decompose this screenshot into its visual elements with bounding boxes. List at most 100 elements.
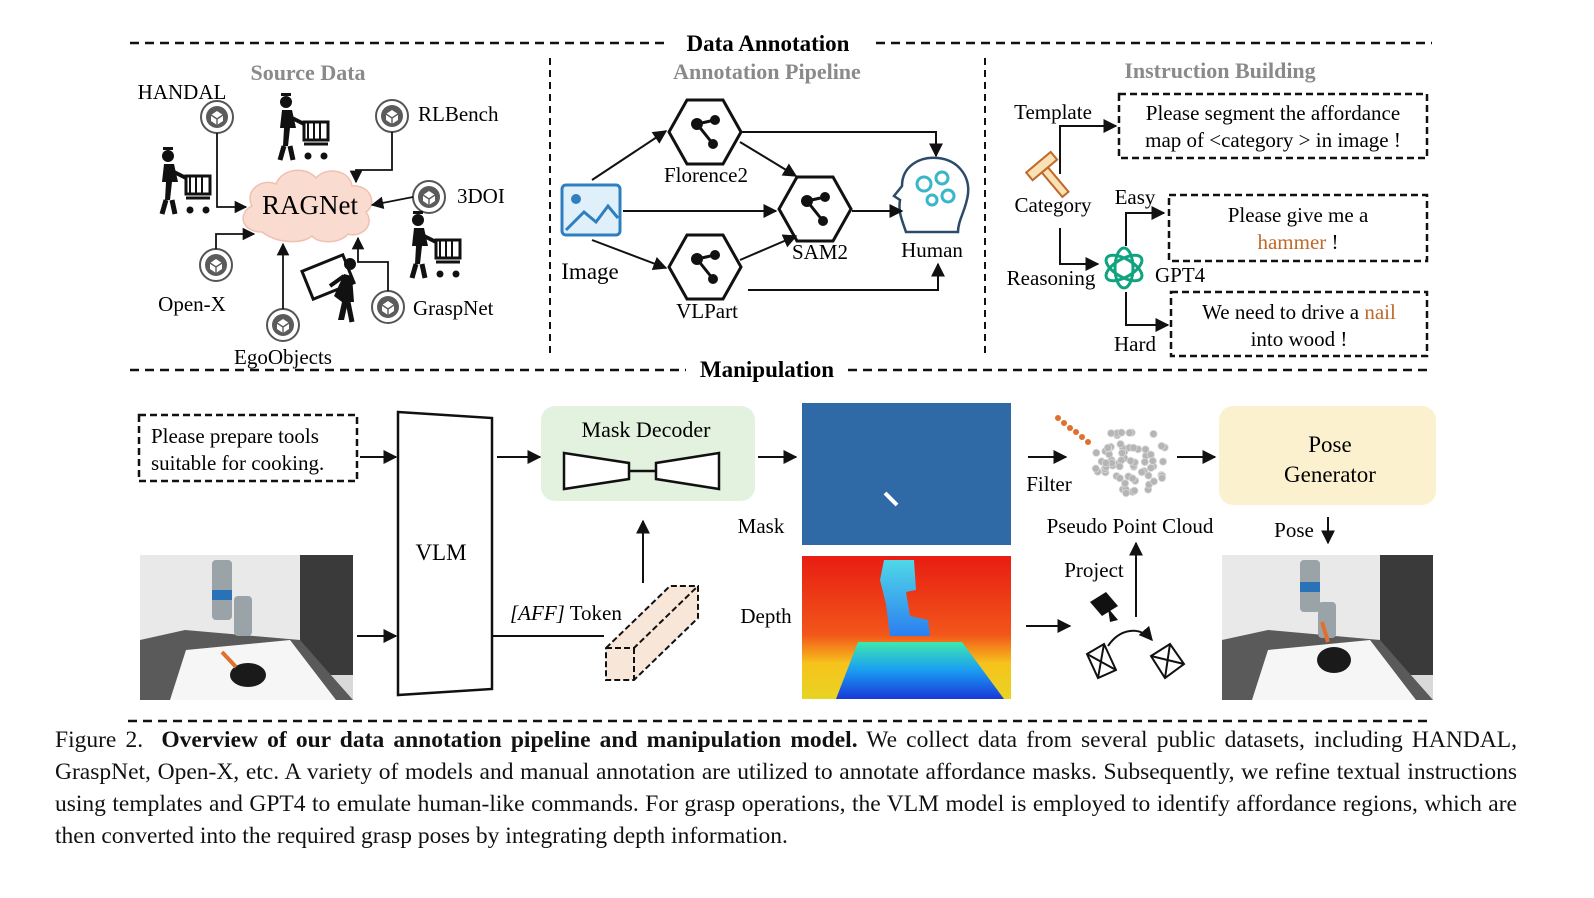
egoobjects-label: EgoObjects bbox=[234, 345, 332, 369]
category-label: Category bbox=[1015, 193, 1092, 217]
3doi-label: 3DOI bbox=[457, 184, 505, 208]
handal-icon bbox=[200, 100, 234, 134]
pipeline-arrows bbox=[591, 130, 945, 291]
human-head-icon bbox=[892, 156, 970, 234]
aff-token-cube bbox=[605, 585, 699, 681]
filtered-points-icon bbox=[1055, 415, 1091, 445]
point-cloud-point bbox=[1116, 440, 1125, 449]
cart-person-icon bbox=[162, 147, 210, 214]
mask-decoder-label: Mask Decoder bbox=[582, 417, 712, 442]
point-cloud-point bbox=[1118, 448, 1127, 457]
reasoning-label: Reasoning bbox=[1007, 266, 1096, 290]
point-cloud-point bbox=[1115, 474, 1124, 483]
vlpart-label: VLPart bbox=[676, 299, 738, 323]
pose-generator-block bbox=[1219, 406, 1436, 505]
hard-text-line-2: into wood ! bbox=[1251, 327, 1348, 351]
sam2-icon bbox=[777, 175, 853, 243]
annotation-pipeline-panel: Annotation Pipeline Image Florence2 SAM2… bbox=[560, 59, 970, 323]
caption-text: We collect data from several public data… bbox=[55, 727, 1517, 849]
graspnet-icon bbox=[371, 290, 405, 324]
point-cloud-point bbox=[1140, 457, 1149, 466]
point-cloud-point bbox=[1129, 443, 1138, 452]
pose-generator-line-1: Pose bbox=[1308, 432, 1351, 457]
point-cloud-point bbox=[1149, 429, 1158, 438]
point-cloud-point bbox=[1126, 456, 1135, 465]
pose-generator-line-2: Generator bbox=[1284, 462, 1376, 487]
point-cloud-point bbox=[1092, 448, 1101, 457]
caption-bold: Overview of our data annotation pipeline… bbox=[161, 727, 858, 753]
box-carrier-icon bbox=[300, 252, 356, 323]
human-label: Human bbox=[901, 238, 963, 262]
hard-text-line-1: We need to drive a nail bbox=[1202, 300, 1396, 324]
caption-label: Figure 2. bbox=[55, 727, 144, 753]
point-cloud-point bbox=[1158, 473, 1167, 482]
hammer-icon bbox=[1024, 150, 1070, 199]
point-cloud-point bbox=[1144, 471, 1153, 480]
instruction-box bbox=[137, 413, 359, 483]
manipulation-title: Manipulation bbox=[700, 357, 834, 382]
pose-label: Pose bbox=[1274, 518, 1314, 542]
point-cloud-point bbox=[1125, 428, 1134, 437]
manipulation-panel: Please prepare tools suitable for cookin… bbox=[137, 403, 1436, 700]
point-cloud-point bbox=[1149, 477, 1158, 486]
instruction-building-title: Instruction Building bbox=[1124, 58, 1315, 83]
graspnet-label: GraspNet bbox=[413, 296, 494, 320]
instruction-line-1: Please prepare tools bbox=[151, 424, 319, 448]
hard-highlight-word: nail bbox=[1364, 300, 1396, 324]
filter-label: Filter bbox=[1026, 472, 1072, 496]
mask-affordance-region bbox=[883, 491, 899, 507]
point-cloud-point bbox=[1091, 464, 1100, 473]
point-cloud-point bbox=[1107, 429, 1116, 438]
point-cloud-point bbox=[1141, 445, 1150, 454]
easy-text-line-1: Please give me a bbox=[1228, 203, 1369, 227]
camera-icon bbox=[1090, 592, 1118, 622]
easy-text-line-2: hammer ! bbox=[1257, 230, 1338, 254]
source-data-panel: Source Data RAGNet HANDAL RLBench 3DOI G… bbox=[138, 60, 505, 369]
pseudo-point-cloud-label: Pseudo Point Cloud bbox=[1047, 514, 1214, 538]
image-icon bbox=[560, 183, 622, 237]
vlm-block bbox=[396, 410, 494, 697]
data-annotation-divider: Data Annotation bbox=[130, 31, 1432, 56]
mask-image bbox=[802, 403, 1011, 545]
data-annotation-title: Data Annotation bbox=[687, 31, 850, 56]
rlbench-icon bbox=[375, 99, 409, 133]
image-label: Image bbox=[561, 259, 618, 284]
instruction-line-2: suitable for cooking. bbox=[151, 451, 324, 475]
point-cloud-point bbox=[1146, 463, 1155, 472]
point-cloud-point bbox=[1121, 479, 1130, 488]
robot-scene-photo bbox=[140, 555, 353, 700]
depth-label: Depth bbox=[740, 604, 792, 628]
point-cloud-point bbox=[1148, 456, 1157, 465]
annotation-pipeline-title: Annotation Pipeline bbox=[673, 59, 861, 84]
gpt-logo-icon bbox=[1104, 246, 1144, 290]
instruction-building-panel: Instruction Building Template Category R… bbox=[1007, 58, 1429, 358]
openx-label: Open-X bbox=[158, 292, 226, 316]
easy-highlight-word: hammer bbox=[1257, 230, 1326, 254]
openx-icon bbox=[199, 248, 233, 282]
project-label: Project bbox=[1064, 558, 1124, 582]
ragnet-label: RAGNet bbox=[262, 190, 358, 220]
cart-person-icon bbox=[280, 93, 328, 160]
instruction-arrows bbox=[1059, 119, 1170, 332]
point-cloud-point bbox=[1117, 428, 1126, 437]
3doi-icon bbox=[412, 180, 446, 214]
point-cloud-point bbox=[1130, 486, 1139, 495]
easy-instruction-box bbox=[1167, 193, 1429, 263]
point-cloud-point bbox=[1101, 458, 1110, 467]
manipulation-arrows bbox=[357, 450, 1335, 643]
point-cloud-point bbox=[1159, 457, 1168, 466]
point-cloud-point bbox=[1137, 468, 1146, 477]
manipulation-divider: Manipulation bbox=[130, 357, 1432, 382]
decoder-shape bbox=[562, 451, 721, 491]
template-label: Template bbox=[1014, 100, 1092, 124]
point-cloud-point bbox=[1128, 474, 1137, 483]
point-cloud-point bbox=[1115, 462, 1124, 471]
point-cloud-point bbox=[1157, 441, 1166, 450]
pseudo-point-cloud-icon bbox=[1091, 428, 1169, 498]
mask-label: Mask bbox=[738, 514, 785, 538]
figure-caption: Figure 2. Overview of our data annotatio… bbox=[55, 724, 1517, 852]
florence2-icon bbox=[667, 98, 743, 166]
rlbench-label: RLBench bbox=[418, 102, 499, 126]
sam2-label: SAM2 bbox=[792, 240, 848, 264]
template-text-line-2: map of <category > in image ! bbox=[1145, 128, 1401, 152]
